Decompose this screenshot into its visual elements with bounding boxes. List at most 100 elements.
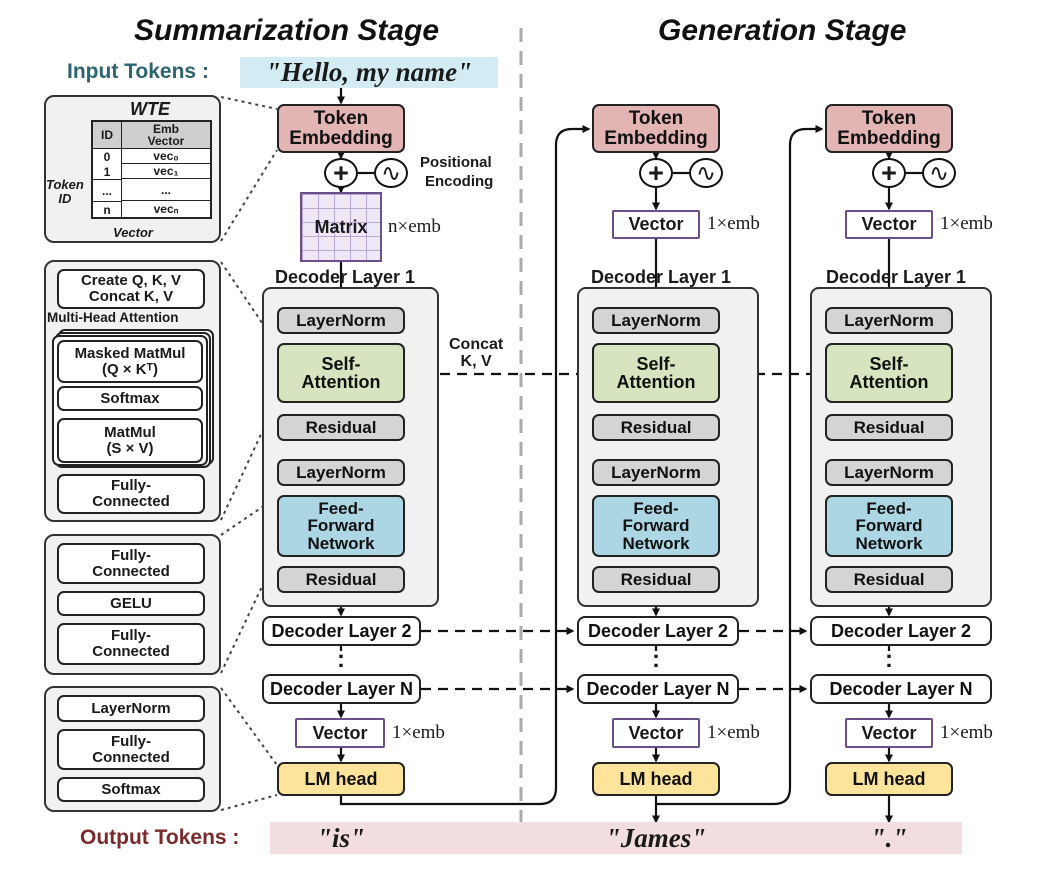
vector-dim-label: 1×emb [392, 722, 445, 743]
output-token-is: "is" [317, 822, 365, 853]
softmax-box: Softmax [57, 777, 205, 802]
wte-table: ID Emb Vector 0 vec₀ 1 vec₁ ... ... n ve… [91, 120, 212, 219]
gelu-box: GELU [57, 591, 205, 616]
matrix-block: Matrix [300, 192, 382, 262]
fc-line1: Fully- [111, 477, 151, 495]
layernorm-block: LayerNorm [825, 307, 953, 334]
output-token-period: "." [870, 822, 908, 853]
feed-forward-block: Feed- Forward Network [825, 495, 953, 557]
decoder-layer-1-panel [810, 287, 992, 607]
wte-row-vec: ... [122, 179, 210, 201]
layernorm-block: LayerNorm [592, 307, 720, 334]
layernorm-block: LayerNorm [825, 459, 953, 486]
wte-row-vec: vecₙ [153, 202, 179, 216]
residual-block: Residual [277, 566, 405, 593]
residual-block: Residual [592, 414, 720, 441]
token-embedding-block: Token Embedding [825, 104, 953, 153]
fc-line2: Connected [92, 562, 170, 580]
fully-connected-box: Fully- Connected [57, 623, 205, 665]
positional-wave-icon: ∿ [374, 158, 408, 188]
vector-block: Vector [612, 718, 700, 748]
matmul-line1: MatMul [104, 423, 156, 441]
token-embedding-line2: Embedding [837, 127, 941, 149]
vector-dim-label: 1×emb [707, 722, 760, 743]
output-token-james: "James" [605, 822, 707, 853]
fc-line1: Fully- [111, 546, 151, 564]
decoder-layer-1-title: Decoder Layer 1 [591, 267, 732, 287]
ffn-line1: Feed- [866, 499, 912, 518]
ffn-line2: Forward [307, 516, 375, 536]
ellipsis-dots: : [652, 646, 660, 673]
vector-block: Vector [845, 718, 933, 748]
fc-line2: Connected [92, 643, 170, 660]
decoder-layer-n-block: Decoder Layer N [810, 674, 992, 704]
ffn-line2: Forward [622, 516, 690, 536]
decoder-layer-1-panel [262, 287, 439, 607]
masked-matmul-box: Masked MatMul (Q × Kᵀ) [57, 340, 203, 383]
ellipsis-dots: : [885, 646, 893, 673]
residual-block: Residual [592, 566, 720, 593]
wte-col-id: ID [93, 122, 122, 149]
vector-block: Vector [295, 718, 385, 748]
add-icon: + [324, 158, 358, 188]
input-tokens-label: Input Tokens : [67, 60, 209, 83]
self-attention-line2: Attention [616, 372, 696, 392]
feed-forward-block: Feed- Forward Network [277, 495, 405, 557]
vector-dim-label: 1×emb [940, 213, 993, 234]
wte-vector-label: Vector [113, 225, 153, 240]
token-embedding-line2: Embedding [289, 127, 393, 149]
token-embedding-line1: Token [313, 108, 369, 130]
decoder-layer-2-block: Decoder Layer 2 [577, 616, 739, 646]
wte-row-vec: vec₁ [122, 164, 210, 179]
vector-block: Vector [845, 210, 933, 239]
residual-block: Residual [277, 414, 405, 441]
fc-line1: Fully- [111, 732, 151, 750]
wte-title: WTE [130, 99, 170, 119]
wte-row-vec: vec₀ [122, 149, 210, 164]
ellipsis-dots: : [337, 646, 345, 673]
self-attention-line1: Self- [636, 353, 676, 374]
decoder-layer-2-block: Decoder Layer 2 [262, 616, 421, 646]
create-qkv-line1: Create Q, K, V [80, 272, 182, 290]
vector-block: Vector [612, 210, 700, 239]
token-embedding-line1: Token [861, 108, 917, 130]
token-embedding-block: Token Embedding [277, 104, 405, 153]
matmul-box: MatMul (S × V) [57, 418, 203, 463]
decoder-layer-n-block: Decoder Layer N [577, 674, 739, 704]
matmul-line2: (S × V) [106, 439, 154, 457]
token-embedding-line2: Embedding [604, 127, 708, 149]
wte-token-id-line1: Token [46, 177, 84, 192]
wte-row-id: 1 [93, 164, 122, 179]
decoder-layer-1-panel [577, 287, 759, 607]
concat-label-line2: K, V [460, 352, 492, 370]
positional-encoding-label: Positional Encoding [420, 154, 493, 192]
fc-line1: Fully- [111, 627, 151, 645]
mha-label: Multi-Head Attention [47, 310, 179, 325]
matrix-dim-label: n×emb [388, 216, 441, 237]
decoder-layer-2-block: Decoder Layer 2 [810, 616, 992, 646]
wte-col-emb-line2: Vector [147, 134, 185, 148]
output-tokens-label: Output Tokens : [80, 826, 240, 849]
positional-label-line2: Encoding [425, 172, 494, 190]
layernorm-block: LayerNorm [277, 459, 405, 486]
output-token-bar [270, 822, 962, 854]
fully-connected-box: Fully- Connected [57, 474, 205, 514]
wte-row-id: ... [93, 179, 122, 201]
lm-head-block: LM head [277, 762, 405, 796]
softmax-box: Softmax [57, 386, 203, 411]
add-icon: + [872, 158, 906, 188]
layernorm-block: LayerNorm [592, 459, 720, 486]
positional-wave-icon: ∿ [689, 158, 723, 188]
wte-token-id-line2: ID [58, 190, 72, 206]
ffn-line3: Network [855, 533, 923, 553]
self-attention-line2: Attention [301, 372, 381, 392]
masked-matmul-line2: (Q × Kᵀ) [101, 360, 159, 378]
fully-connected-box: Fully- Connected [57, 729, 205, 770]
residual-block: Residual [825, 414, 953, 441]
self-attention-block: Self- Attention [592, 343, 720, 403]
token-embedding-line1: Token [628, 108, 684, 130]
summarization-stage-title: Summarization Stage [134, 14, 440, 47]
fc-line2: Connected [92, 493, 170, 510]
self-attention-block: Self- Attention [277, 343, 405, 403]
